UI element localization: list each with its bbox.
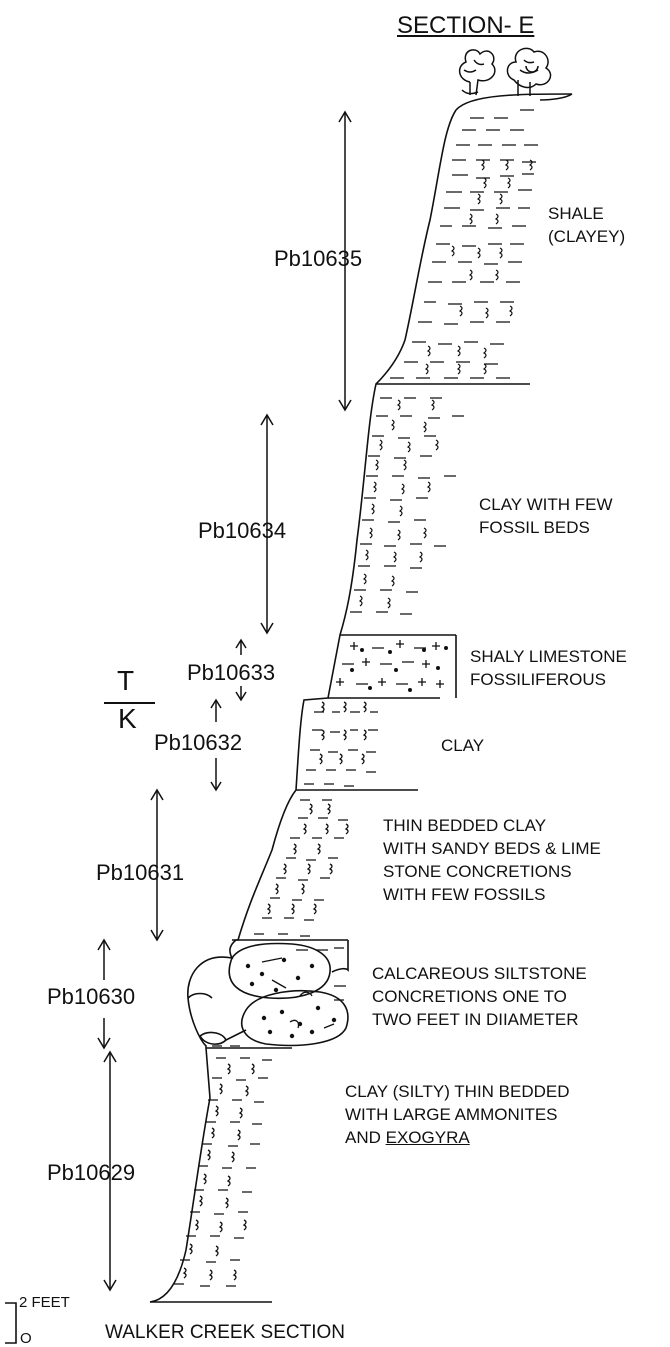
limestone-pattern	[336, 640, 444, 688]
boundary-label-lower: K	[118, 703, 137, 734]
sample-range-arrows	[97, 110, 352, 1292]
section-caption: WALKER CREEK SECTION	[105, 1322, 346, 1343]
silty-clay-pattern	[174, 1057, 272, 1287]
clay-squiggles	[358, 399, 439, 609]
layer-description-calcareous-siltstone: CALCAREOUS SILTSTONE CONCRETIONS ONE TO …	[372, 964, 587, 1029]
range-arrow-pb10629	[103, 1050, 117, 1292]
concretion-bed	[187, 940, 349, 1047]
clay-layer-pattern	[304, 701, 378, 787]
concretion-fossils	[261, 957, 335, 1029]
layer-description-thin-bedded-clay: THIN BEDDED CLAY WITH SANDY BEDS & LIME …	[383, 816, 601, 904]
clay-pattern	[350, 397, 464, 615]
scale-bar	[5, 1302, 17, 1344]
thin-bedded-clay-pattern	[254, 799, 349, 937]
scale-label-top: 2 FEET	[19, 1294, 70, 1311]
limestone-dots	[350, 646, 448, 692]
concretion-dots	[245, 957, 337, 1039]
shale-squiggles	[424, 159, 533, 375]
sample-label-pb10631: Pb10631	[96, 860, 185, 885]
sample-label-pb10635: Pb10635	[274, 246, 363, 271]
exogyra-text: EXOGYRA	[385, 1128, 470, 1147]
sample-label-pb10634: Pb10634	[198, 518, 287, 543]
tree-icon	[506, 47, 552, 96]
ground-surface	[455, 93, 573, 111]
silty-clay-text: CLAY (SILTY) THIN BEDDED WITH LARGE AMMO…	[345, 1082, 570, 1147]
layer-description-silty-clay: CLAY (SILTY) THIN BEDDED WITH LARGE AMMO…	[345, 1080, 570, 1149]
top-edge	[539, 93, 573, 101]
range-arrow-pb10631	[150, 788, 164, 942]
range-arrow-pb10632-lower	[210, 758, 222, 792]
tree-icon	[458, 49, 496, 96]
sample-label-pb10629: Pb10629	[47, 1160, 136, 1185]
range-arrow-pb10634	[260, 413, 274, 635]
range-arrow-pb10633-upper	[235, 638, 247, 655]
range-arrow-pb10630-upper	[97, 938, 111, 980]
scale-label-bottom: O	[20, 1330, 32, 1347]
page-title: SECTION- E	[397, 12, 535, 39]
sample-label-pb10630: Pb10630	[47, 984, 136, 1009]
layer-description-clay-fossil-beds: CLAY WITH FEW FOSSIL BEDS	[479, 495, 613, 537]
layer-description-shaly-limestone: SHALY LIMESTONE FOSSILIFEROUS	[470, 647, 627, 689]
boundary-label-upper: T	[117, 665, 135, 696]
sample-label-pb10632: Pb10632	[154, 730, 243, 755]
range-arrow-pb10632-upper	[210, 698, 222, 722]
range-arrow-pb10630-lower	[97, 1018, 111, 1050]
layer-description-shale: SHALE (CLAYEY)	[548, 204, 626, 246]
sample-label-pb10633: Pb10633	[187, 660, 276, 685]
layer-description-clay: CLAY	[441, 736, 485, 755]
range-arrow-pb10635	[338, 110, 352, 412]
concretion-matrix-lines	[212, 947, 346, 1047]
range-arrow-pb10633-lower	[235, 686, 247, 702]
shale-pattern	[390, 109, 538, 379]
